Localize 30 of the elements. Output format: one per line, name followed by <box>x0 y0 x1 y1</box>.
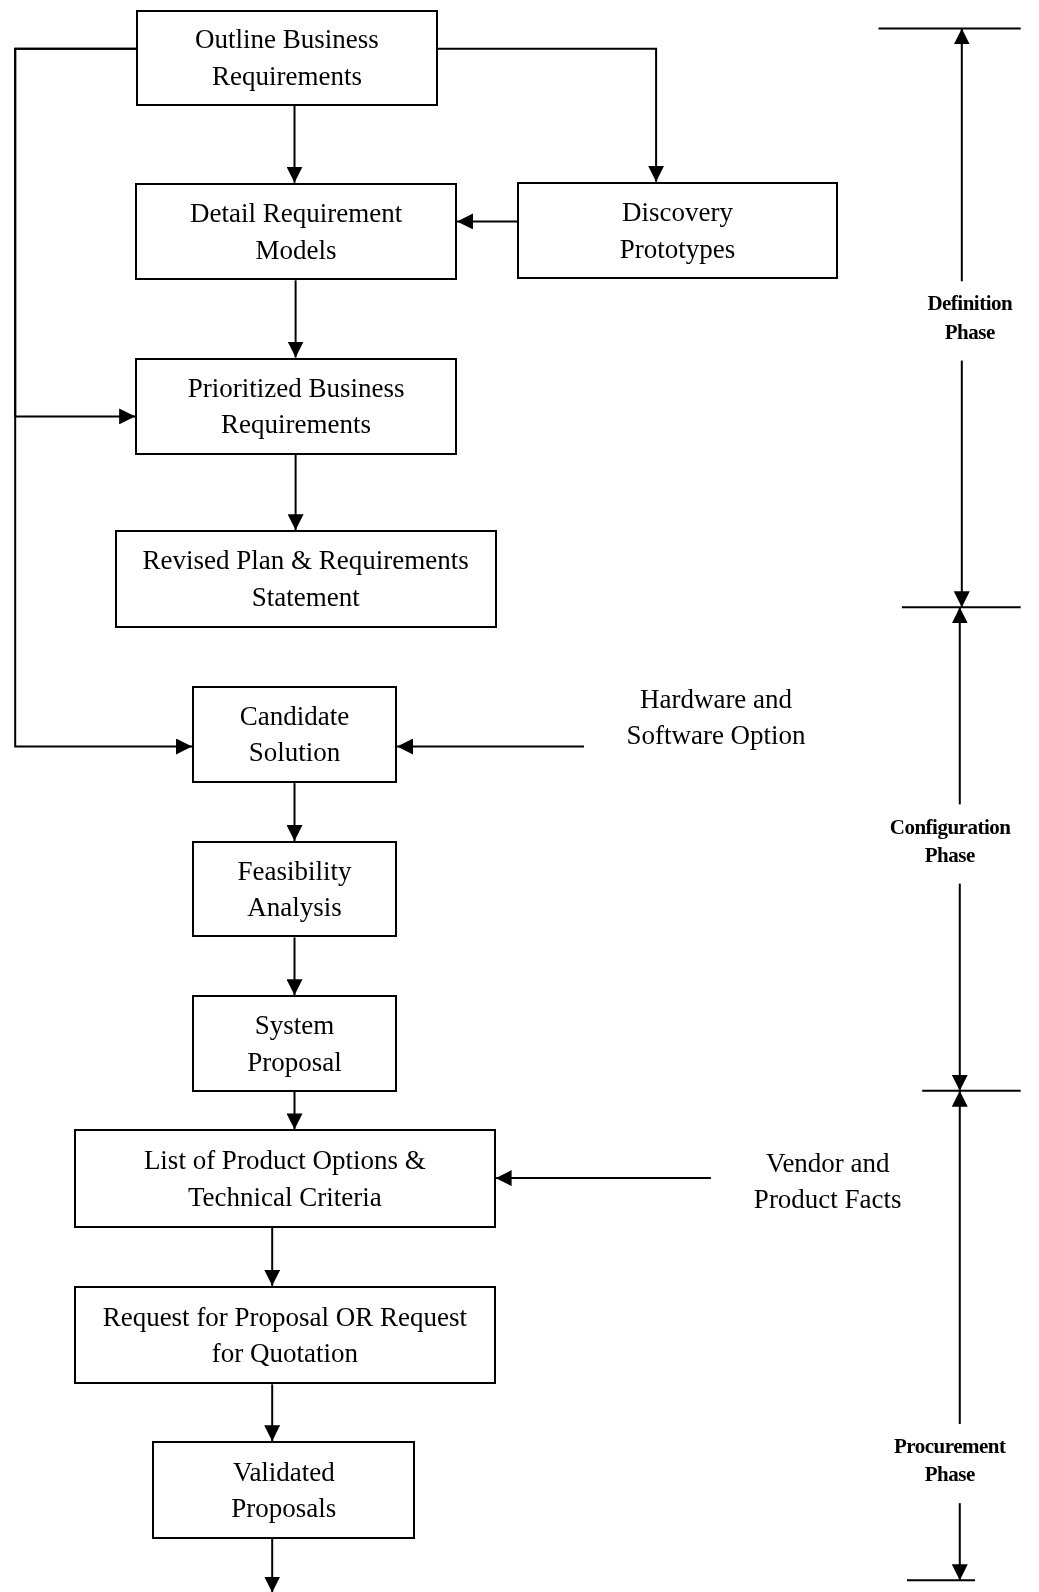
phase-label: Configuration Phase <box>889 813 1010 869</box>
process-box: System Proposal <box>191 995 398 1092</box>
process-box: Candidate Solution <box>191 685 398 784</box>
arrow <box>436 47 665 183</box>
arrow <box>286 1090 303 1131</box>
arrow <box>396 738 585 755</box>
process-box: Validated Proposals <box>152 1441 416 1539</box>
arrow <box>264 1226 281 1287</box>
arrow <box>286 936 303 997</box>
arrow <box>286 782 303 842</box>
arrow <box>456 213 518 230</box>
process-box: Outline Business Requirements <box>136 10 438 106</box>
process-box: Revised Plan & Requirements Statement <box>114 530 497 628</box>
arrow <box>287 454 304 532</box>
process-box: Detail Requirement Models <box>135 182 458 281</box>
arrow <box>264 1537 281 1592</box>
input-text: Hardware and Software Option <box>584 678 849 756</box>
process-box: Feasibility Analysis <box>191 840 398 938</box>
process-box: Discovery Prototypes <box>516 181 838 280</box>
phase-label: Procurement Phase <box>893 1433 1007 1489</box>
input-text: Vendor and Product Facts <box>710 1139 945 1223</box>
arrow <box>286 104 303 184</box>
arrow <box>264 1383 281 1443</box>
process-box: Request for Proposal OR Request for Quotation <box>74 1285 496 1385</box>
arrow <box>14 47 193 755</box>
arrow <box>494 1170 712 1187</box>
process-box: List of Product Options & Technical Criteria <box>74 1129 496 1228</box>
phase-label: Definition Phase <box>926 290 1014 346</box>
arrow <box>287 279 304 359</box>
process-box: Prioritized Business Requirements <box>135 357 458 455</box>
